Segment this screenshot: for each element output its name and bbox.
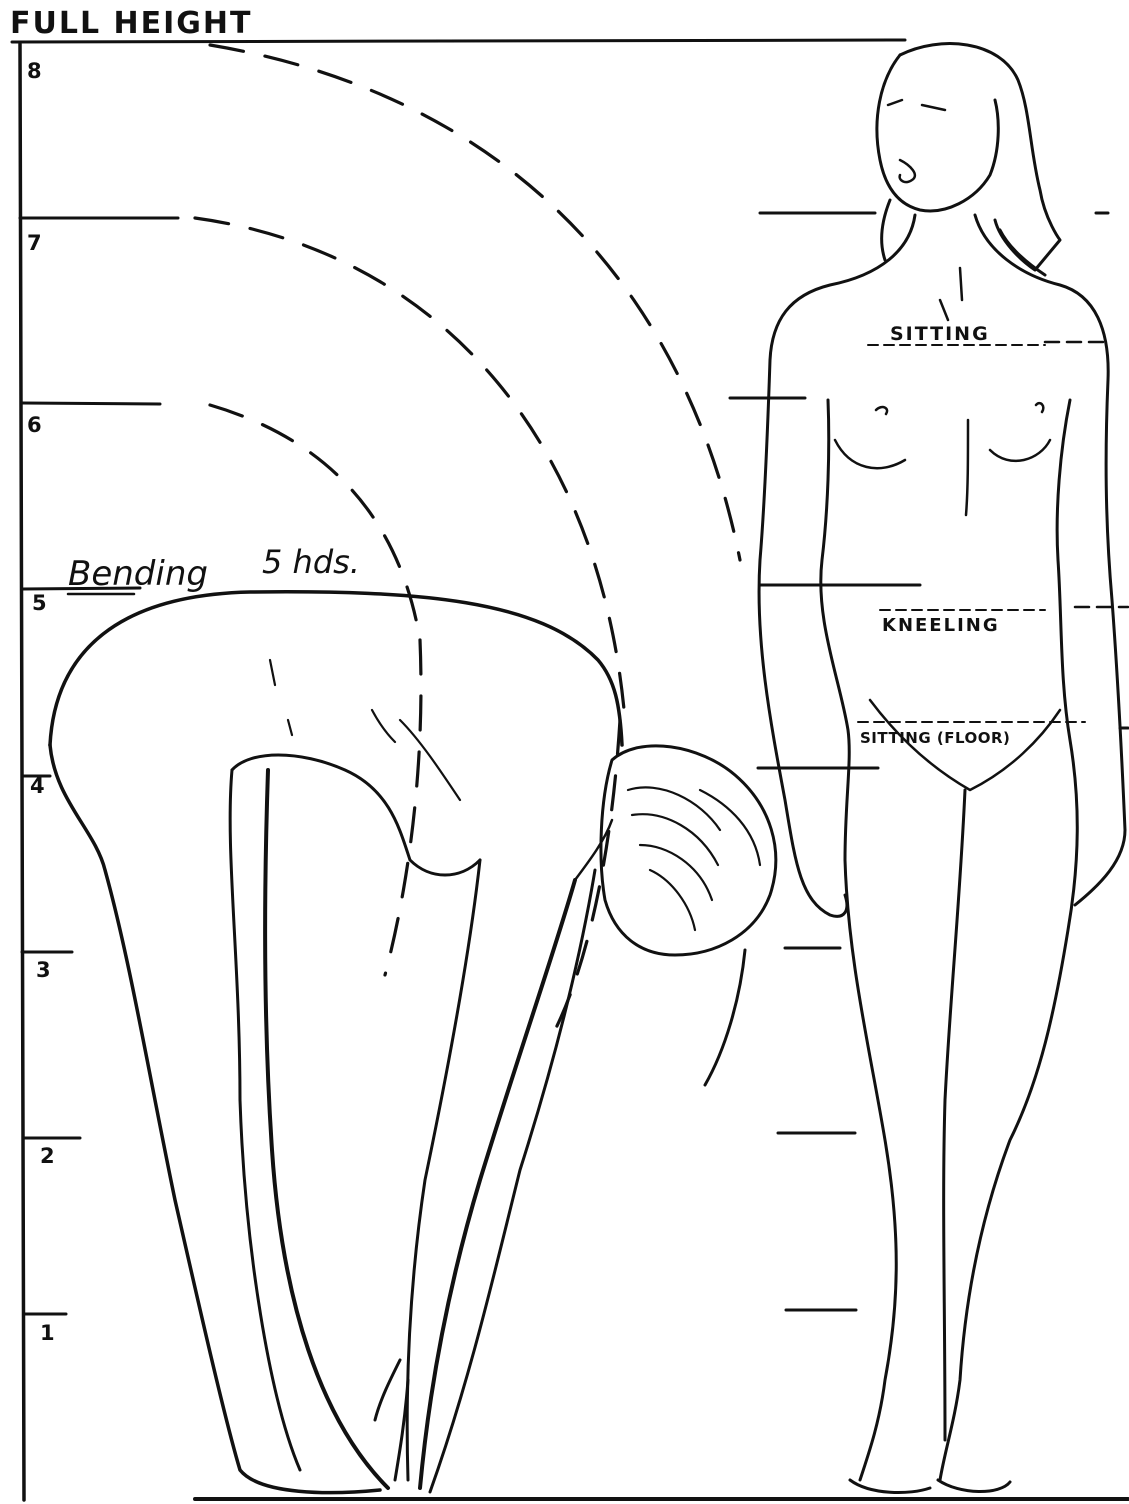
diagram-title: FULL HEIGHT (10, 6, 253, 41)
scale-tick-8: 8 (27, 59, 42, 83)
kneeling-label: KNEELING (882, 615, 1000, 636)
scale-tick-4: 4 (30, 774, 45, 798)
bending-annotation: Bending 5 hds. (68, 543, 360, 594)
bending-label: Bending (68, 554, 208, 594)
scale-tick-1: 1 (40, 1321, 55, 1345)
scale-tick-7: 7 (27, 231, 42, 255)
sitting-floor-label: SITTING (FLOOR) (860, 729, 1010, 747)
level-labels: SITTING KNEELING SITTING (FLOOR) (858, 323, 1085, 747)
bending-value: 5 hds. (262, 543, 360, 581)
head-scale: 8 7 6 5 4 3 2 1 (20, 59, 178, 1345)
bending-figure (50, 592, 776, 1493)
scale-tick-5: 5 (32, 591, 47, 615)
scale-tick-6: 6 (27, 413, 42, 437)
scale-tick-3: 3 (36, 958, 51, 982)
height-frame (12, 40, 1128, 1500)
scale-tick-2: 2 (40, 1144, 55, 1168)
sitting-label: SITTING (890, 323, 990, 345)
